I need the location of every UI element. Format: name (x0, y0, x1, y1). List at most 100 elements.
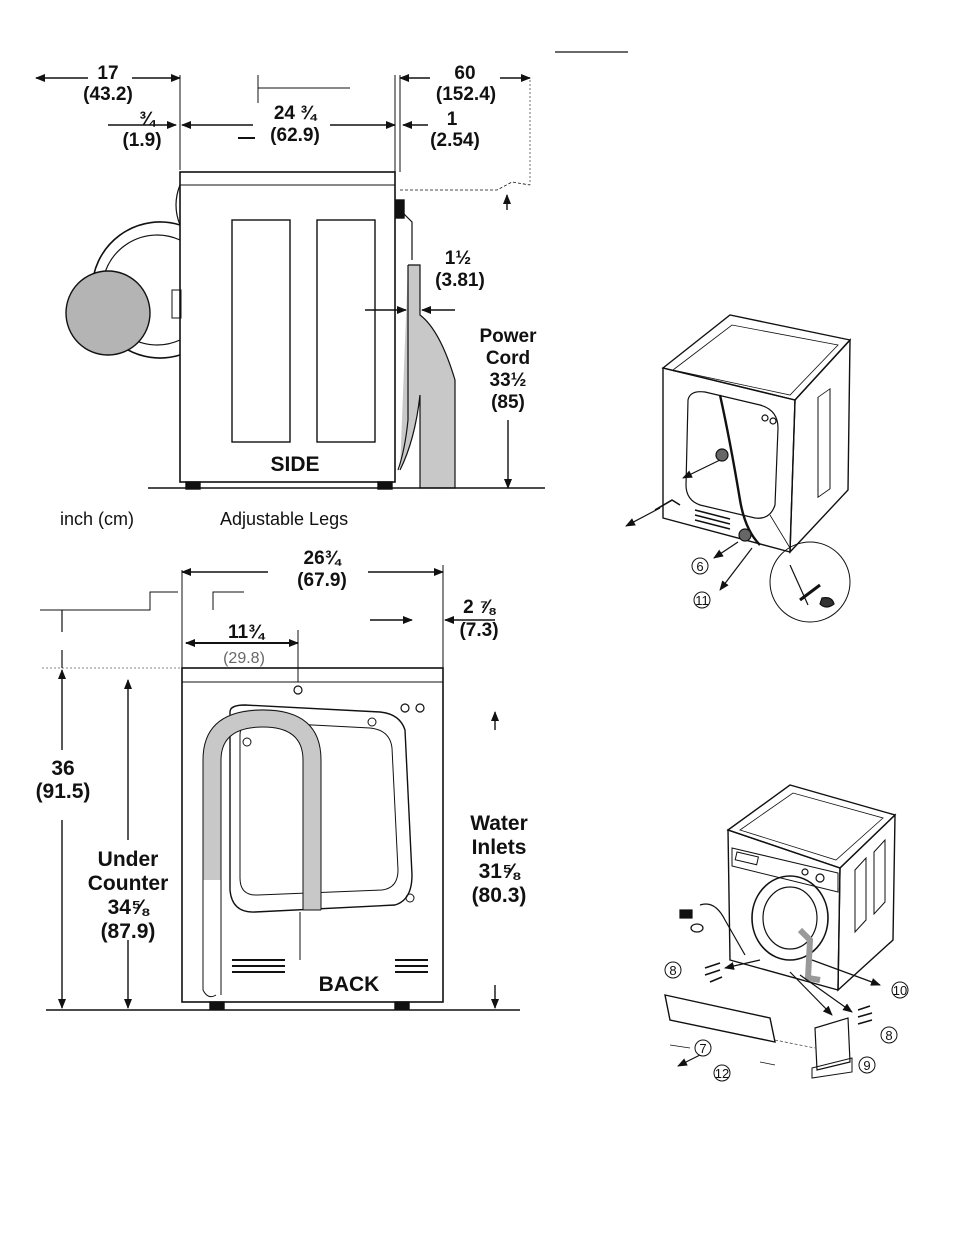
side-panel-left (232, 220, 290, 442)
rear-perspective-view (626, 315, 850, 622)
front-guide-line (775, 1040, 815, 1048)
legs-label: Adjustable Legs (220, 509, 348, 530)
rear-side-panel (818, 389, 830, 497)
panel-screw-2 (368, 718, 376, 726)
power-cord-line2: Cord (470, 348, 546, 369)
callout-9: 9 (859, 1058, 875, 1073)
rear-gap-inch: 1 (432, 109, 472, 130)
under-counter-line1: Under (86, 848, 170, 872)
front-top-inner (740, 793, 883, 860)
front-arrow-4 (812, 960, 880, 985)
inlet-pipe (402, 212, 412, 260)
front-gap-cm: (1.9) (112, 130, 172, 151)
rear-vent (695, 510, 730, 529)
side-view-title: SIDE (250, 453, 340, 477)
under-counter-inch: 34⅝ (86, 896, 170, 920)
front-cord (700, 904, 745, 955)
side-panel-right (317, 220, 375, 442)
back-vent-right (395, 960, 428, 972)
inlet-valve-1 (401, 704, 409, 712)
inlet-offset-cm: (29.8) (212, 648, 276, 669)
hose-inner-edge (221, 727, 303, 910)
rear-detail-screw (790, 565, 808, 605)
counter-bracket-left (40, 592, 178, 610)
top-inlet-port (294, 686, 302, 694)
depth-cm: (62.9) (255, 125, 335, 146)
back-clearance-cm: (152.4) (428, 84, 504, 105)
side-gap-cm: (7.3) (446, 620, 512, 641)
rear-valve-1 (762, 415, 768, 421)
front-side-panel-1 (855, 858, 866, 932)
depth-inch: 24 ¾ (255, 103, 335, 124)
front-service-cover (815, 1018, 850, 1070)
door-porthole (66, 222, 181, 358)
rear-detail-circle (770, 542, 850, 622)
front-kickplate-edge (670, 1020, 775, 1042)
water-inlets-cm: (80.3) (458, 884, 540, 908)
width-inch: 26¾ (282, 548, 362, 569)
depth-clearance-inch: 17 (78, 63, 138, 84)
front-screws-left (705, 963, 722, 982)
callout-6: 6 (692, 559, 708, 574)
power-cord-inch: 33½ (470, 370, 546, 391)
front-knob-2 (816, 874, 824, 882)
under-counter-cm: (87.9) (84, 920, 172, 944)
rear-gap-cm: (2.54) (424, 130, 486, 151)
power-cord-line1: Power (470, 326, 546, 347)
rear-top-inner (673, 325, 838, 395)
front-side-panel-2 (874, 840, 885, 914)
callout-11: 11 (694, 593, 710, 608)
height-cm: (91.5) (20, 780, 106, 804)
front-kickplate-hint-1 (670, 1045, 690, 1048)
under-counter-line2: Counter (80, 872, 176, 896)
front-perspective-view (665, 785, 908, 1081)
front-kickplate-hint-2 (760, 1062, 775, 1065)
front-plug (680, 910, 692, 918)
back-foot-right (395, 1002, 409, 1009)
rear-side-face (790, 340, 850, 552)
power-cord-cm: (85) (470, 392, 546, 413)
water-inlets-line2: Inlets (458, 836, 540, 860)
rear-fitting-2 (739, 529, 751, 541)
rear-valve-2 (770, 418, 776, 424)
rear-top-face (663, 315, 850, 400)
panel-screw-1 (243, 738, 251, 746)
back-foot-left (210, 1002, 224, 1009)
rear-fitting-1 (716, 449, 728, 461)
depth-clearance-cm: (43.2) (75, 84, 141, 105)
drain-hose-loop (212, 718, 312, 910)
hose-gap-cm: (3.81) (428, 270, 492, 291)
inlet-bracket (396, 200, 404, 218)
rear-arrow-2 (626, 508, 660, 526)
front-washer (691, 924, 703, 932)
callout-12: 12 (714, 1066, 730, 1081)
panel-screw-3 (406, 894, 414, 902)
callout-8-left: 8 (665, 963, 681, 978)
inlet-offset-inch: 11¾ (216, 622, 276, 643)
rear-detail-leader (770, 515, 790, 548)
front-gap-inch: ¾ (122, 109, 172, 130)
back-vent-left (232, 960, 285, 972)
callout-10: 10 (892, 983, 908, 998)
hose-gap-inch: 1½ (430, 248, 486, 269)
side-cabinet (180, 172, 395, 482)
front-kickplate (665, 995, 775, 1042)
front-knob-1 (802, 869, 808, 875)
rear-arrow-4 (720, 548, 752, 590)
counter-bracket-right (213, 592, 244, 610)
back-clearance-inch: 60 (430, 63, 500, 84)
front-arrow-2 (800, 975, 852, 1012)
inlet-valve-2 (416, 704, 424, 712)
front-screws-right (858, 1006, 872, 1024)
front-service-cover-base (812, 1058, 852, 1078)
rear-arrow-1 (683, 460, 720, 478)
water-inlets-line1: Water (458, 812, 540, 836)
wall-hookup-line (400, 182, 530, 190)
water-inlets-inch: 31⅝ (458, 860, 540, 884)
unit-note: inch (cm) (60, 509, 134, 530)
rear-detail-clip (820, 598, 834, 607)
width-cm: (67.9) (278, 570, 366, 591)
front-arrow-5 (678, 1055, 700, 1066)
callout-7: 7 (695, 1041, 711, 1056)
callout-8-right: 8 (881, 1028, 897, 1043)
